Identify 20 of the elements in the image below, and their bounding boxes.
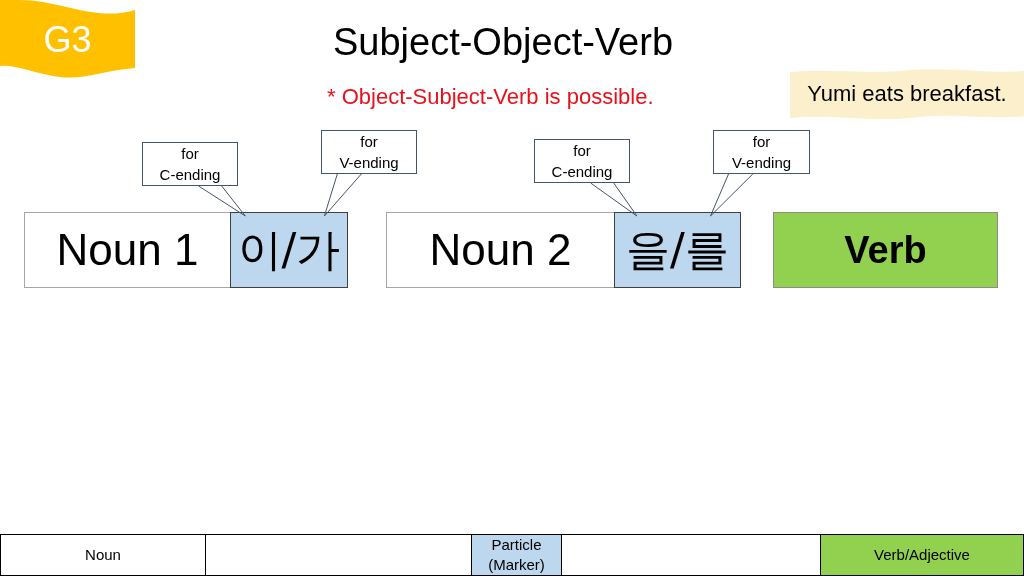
- verb-box: Verb: [773, 212, 998, 288]
- callout-pointer: [590, 182, 638, 217]
- callout-pointer: [198, 185, 246, 217]
- title: Subject-Object-Verb: [332, 21, 674, 64]
- particle-box: 을/를: [614, 212, 741, 288]
- callout-box: for C-ending: [534, 139, 630, 183]
- word-box: Noun 2: [386, 212, 615, 288]
- callout-box: for V-ending: [713, 130, 810, 174]
- callout-pointer: [710, 173, 754, 217]
- note-text: * Object-Subject-Verb is possible.: [327, 84, 654, 110]
- key-cell: Noun: [0, 534, 206, 576]
- callout-box: for V-ending: [321, 130, 417, 174]
- particle-box: 이/가: [230, 212, 348, 288]
- callout-box: for C-ending: [142, 142, 238, 186]
- key-cell: Particle (Marker): [471, 534, 562, 576]
- sticky-note: Yumi eats breakfast.: [790, 68, 1024, 120]
- callout-pointer: [323, 173, 362, 217]
- flag-banner: G3: [0, 0, 135, 80]
- word-box: Noun 1: [24, 212, 231, 288]
- key-cell: Verb/Adjective: [820, 534, 1024, 576]
